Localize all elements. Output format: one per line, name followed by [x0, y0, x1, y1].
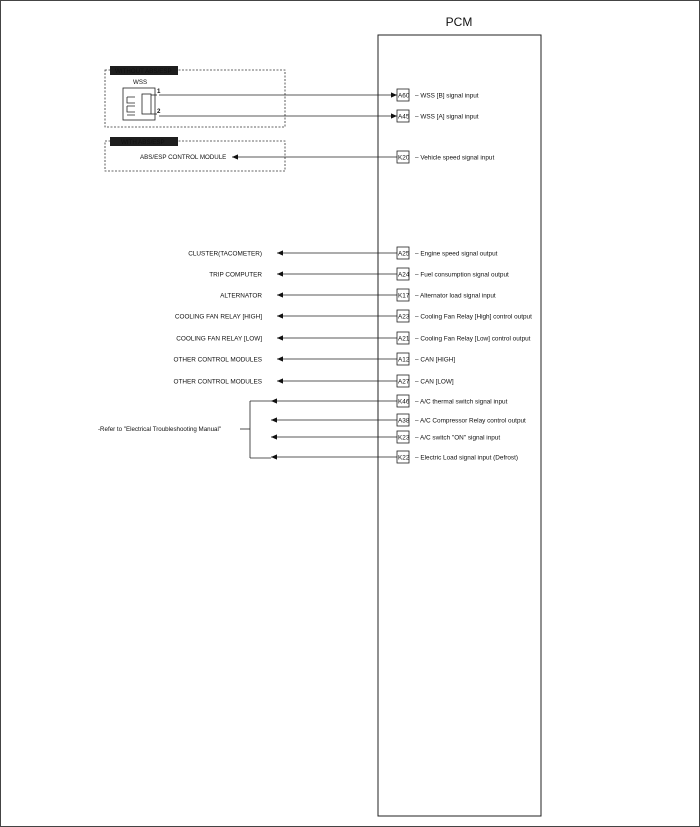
pin-description: – A/C Compressor Relay control output [415, 418, 526, 425]
wire-a21 [277, 335, 397, 341]
external-label: COOLING FAN RELAY [HIGH] [175, 314, 262, 321]
wire-a24 [277, 271, 397, 277]
without-abs-tag: WITHOUT ABS/ESP [110, 66, 178, 75]
pcm-pin-a45: A45 – WSS [A] signal input [396, 109, 479, 123]
pcm-pin-k20: K20 – Vehicle speed signal input [396, 150, 494, 164]
pcm-pin-k17: K17 – Alternator load signal input [396, 288, 496, 302]
pin-description: – Alternator load signal input [415, 293, 496, 300]
pcm-pin-k46: K46 – A/C thermal switch signal input [396, 394, 508, 408]
pcm-pin-a24: A24 – Fuel consumption signal output [396, 267, 509, 281]
pin-code: A45 [398, 114, 410, 121]
pin-description: – Electric Load signal input (Defrost) [415, 455, 518, 462]
pcm-pin-a12: A12 – CAN [HIGH] [396, 352, 455, 366]
with-abs-tag-text: WITH ABS/ESP [121, 139, 165, 146]
pin-description: – Fuel consumption signal output [415, 272, 509, 279]
external-label-list: CLUSTER(TACOMETER) TRIP COMPUTER ALTERNATO… [173, 251, 262, 386]
wss-label: WSS [133, 79, 147, 86]
pin-description: – Vehicle speed signal input [415, 155, 494, 162]
pin-description: – CAN [LOW] [415, 379, 454, 386]
wire-a27 [277, 378, 397, 384]
external-label: OTHER CONTROL MODULES [173, 357, 262, 364]
pin-code: A25 [398, 251, 410, 258]
without-abs-group: WITHOUT ABS/ESP WSS 1 2 [104, 66, 286, 128]
wire-a60 [159, 92, 397, 98]
without-abs-dashed-box [104, 69, 286, 128]
pin-description: – WSS [B] signal input [415, 93, 479, 100]
pin-description: – Cooling Fan Relay [Low] control output [415, 336, 531, 343]
pin-description: – CAN [HIGH] [415, 357, 455, 364]
wire-a25 [277, 250, 397, 256]
pin-description: – Engine speed signal output [415, 251, 498, 258]
external-label: CLUSTER(TACOMETER) [188, 251, 262, 258]
pin-code: A60 [398, 93, 410, 100]
pcm-title: PCM [446, 15, 473, 29]
pin-description: – A/C switch "ON" signal input [415, 435, 500, 442]
pin-description: – Cooling Fan Relay [High] control outpu… [415, 314, 532, 321]
reference-bracket [240, 400, 271, 459]
wss-pin-2: 2 [157, 108, 161, 115]
pin-code: A24 [398, 272, 410, 279]
pcm-pin-a60: A60 – WSS [B] signal input [396, 88, 479, 102]
wire-a38 [271, 417, 397, 423]
arrowhead-icon [277, 356, 283, 362]
pin-code: A23 [398, 314, 410, 321]
pin-code: A21 [398, 336, 410, 343]
arrowhead-icon [277, 271, 283, 277]
wire-k46 [271, 398, 397, 404]
external-label: OTHER CONTROL MODULES [173, 379, 262, 386]
reference-note: -Refer to "Electrical Troubleshooting Ma… [98, 426, 221, 433]
wire-a12 [277, 356, 397, 362]
arrowhead-icon [271, 417, 277, 423]
without-abs-tag-text: WITHOUT ABS/ESP [115, 68, 172, 75]
pcm-pin-k22: K22 – Electric Load signal input (Defrost… [396, 450, 518, 464]
arrowhead-icon [277, 378, 283, 384]
pcm-pin-a27: A27 – CAN [LOW] [396, 374, 454, 388]
wss-pin-1: 1 [157, 88, 161, 95]
wire-k22 [271, 454, 397, 460]
with-abs-group: WITH ABS/ESP ABS/ESP CONTROL MODULE [104, 137, 286, 172]
pcm-pin-a23: A23 – Cooling Fan Relay [High] control ou… [396, 309, 532, 323]
wire-a23 [277, 313, 397, 319]
pcm-box [377, 34, 542, 817]
arrowhead-icon [277, 292, 283, 298]
pin-code: K20 [398, 155, 410, 162]
arrowhead-icon [232, 154, 238, 160]
pin-code: K23 [398, 435, 410, 442]
arrowhead-icon [271, 434, 277, 440]
pin-description: – A/C thermal switch signal input [415, 399, 508, 406]
external-label: ALTERNATOR [220, 293, 262, 300]
pin-code: A12 [398, 357, 410, 364]
abs-esp-module-label: ABS/ESP CONTROL MODULE [140, 154, 226, 161]
arrowhead-icon [271, 398, 277, 404]
arrowhead-icon [277, 250, 283, 256]
pin-code: K17 [398, 293, 410, 300]
pcm-pin-a25: A25 – Engine speed signal output [396, 246, 498, 260]
pcm-pin-a21: A21 – Cooling Fan Relay [Low] control out… [396, 331, 531, 345]
wss-sensor-icon [122, 87, 157, 121]
arrowhead-icon [271, 454, 277, 460]
external-label: COOLING FAN RELAY [LOW] [176, 336, 262, 343]
pin-code: A27 [398, 379, 410, 386]
wire-a45 [159, 113, 397, 119]
wire-k17 [277, 292, 397, 298]
with-abs-tag: WITH ABS/ESP [110, 137, 178, 146]
pin-description: – WSS [A] signal input [415, 114, 479, 121]
arrowhead-icon [277, 313, 283, 319]
pcm-pin-k23: K23 – A/C switch "ON" signal input [396, 430, 500, 444]
arrowhead-icon [277, 335, 283, 341]
pin-code: K46 [398, 399, 410, 406]
wire-k20 [232, 154, 397, 160]
pin-code: K22 [398, 455, 410, 462]
pin-code: A38 [398, 418, 410, 425]
pcm-pin-a38: A38 – A/C Compressor Relay control output [396, 413, 526, 427]
arrowhead-icon [391, 113, 397, 119]
external-label: TRIP COMPUTER [209, 272, 262, 279]
wire-k23 [271, 434, 397, 440]
arrowhead-icon [391, 92, 397, 98]
wire-list [159, 92, 397, 460]
